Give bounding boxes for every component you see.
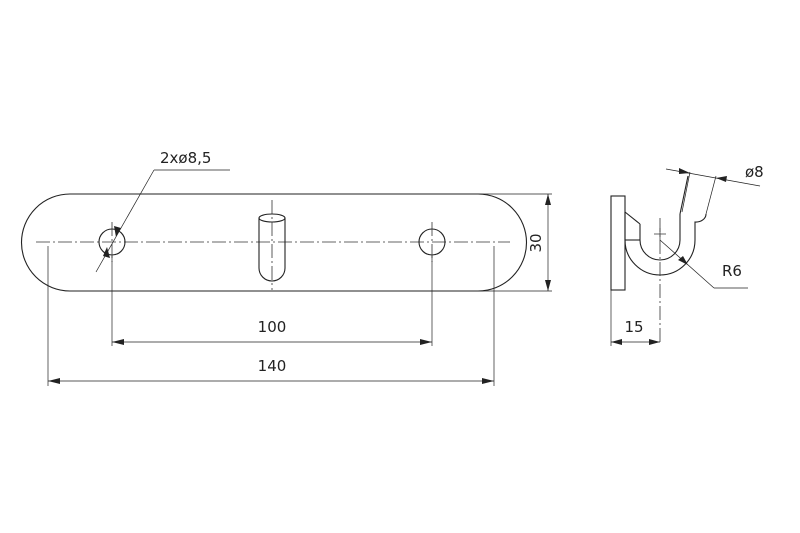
hook-rod-end [679,175,707,240]
overall-length-label: 140 [258,357,287,375]
center-distance-label: 100 [258,318,287,336]
plate-edge [610,195,626,291]
rod-diameter-label: ø8 [745,163,764,181]
depth-dimension [610,290,660,346]
bend-radius-leader [659,239,748,289]
rod-diameter-dimension [665,168,761,215]
hook-peg-front [258,200,286,290]
overall-length-dimension [47,246,495,386]
bend-radius-label: R6 [722,262,742,280]
plate-outline [21,193,527,292]
height-dimension-label: 30 [527,233,545,252]
bend-center-mark [654,218,666,345]
hole-callout-leader [95,169,230,273]
hole-callout-label: 2xø8,5 [160,149,211,167]
height-dimension [476,193,552,292]
side-view: ø8 R6 15 [610,163,764,346]
depth-dimension-label: 15 [624,318,643,336]
hook-inner-profile [639,214,681,261]
front-view: 2xø8,5 30 100 140 [21,149,552,386]
center-distance-dimension [111,256,433,346]
